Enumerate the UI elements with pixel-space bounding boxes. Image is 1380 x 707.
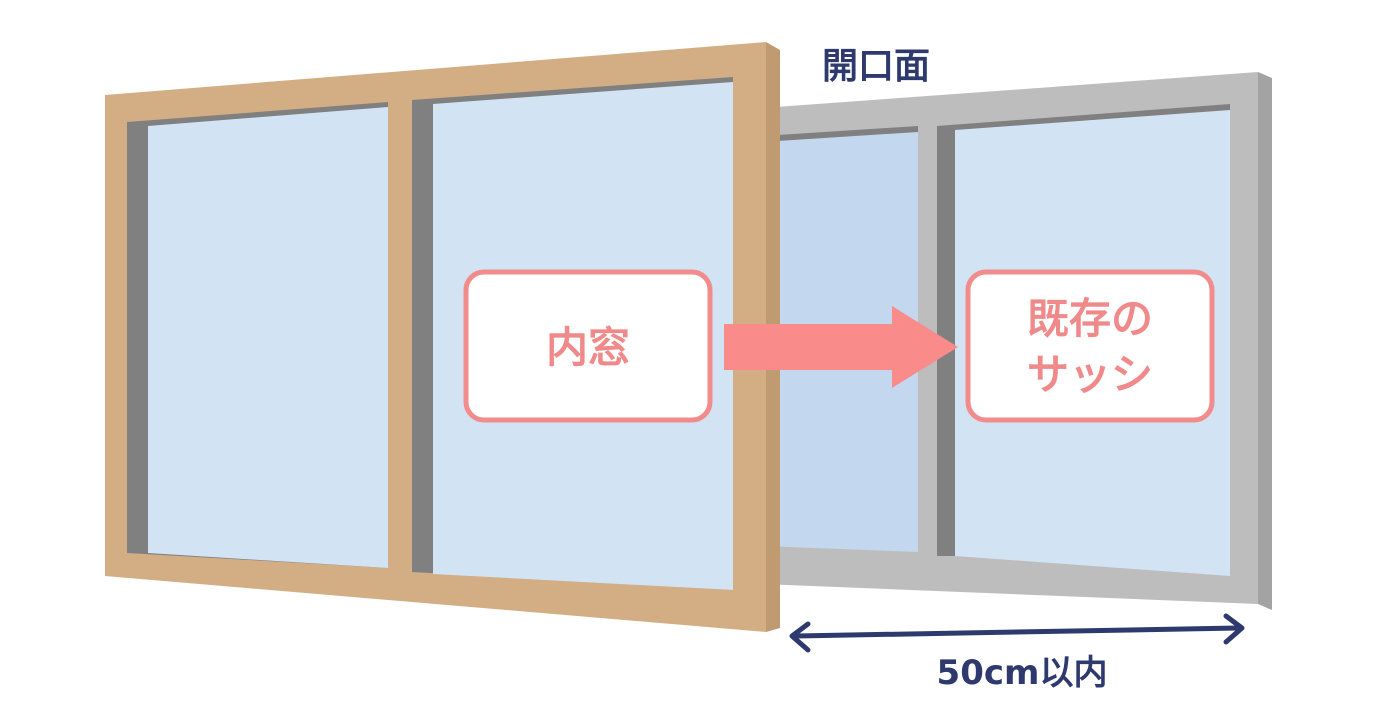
inner-window <box>105 42 780 632</box>
inner-left-pane <box>148 107 388 568</box>
callout-inner-window-box <box>463 269 713 423</box>
arrow-shaft <box>724 324 896 370</box>
callout-inner-window: 内窓 <box>463 269 713 423</box>
double-headed-arrow-icon <box>789 613 1245 653</box>
callout-existing-sash-box <box>965 269 1215 423</box>
opening-face-label: 開口面 <box>822 46 930 87</box>
arrow-head <box>892 306 958 388</box>
dimension-line <box>793 625 1241 639</box>
existing-sash-side <box>1258 72 1272 610</box>
callout-inner-window-text: 内窓 <box>546 323 630 372</box>
distance-label: 50cm以内 <box>937 653 1108 693</box>
dimension-arrowhead-right <box>1223 613 1245 645</box>
callout-existing-sash: 既存の サッシ <box>965 269 1215 423</box>
callout-existing-sash-text-line1: 既存の <box>1027 294 1153 343</box>
existing-left-pane-shadow <box>762 126 918 142</box>
callout-existing-sash-text-line2: サッシ <box>1027 350 1153 399</box>
right-arrow-icon <box>724 306 958 388</box>
dimension-arrowhead-left <box>789 621 811 653</box>
